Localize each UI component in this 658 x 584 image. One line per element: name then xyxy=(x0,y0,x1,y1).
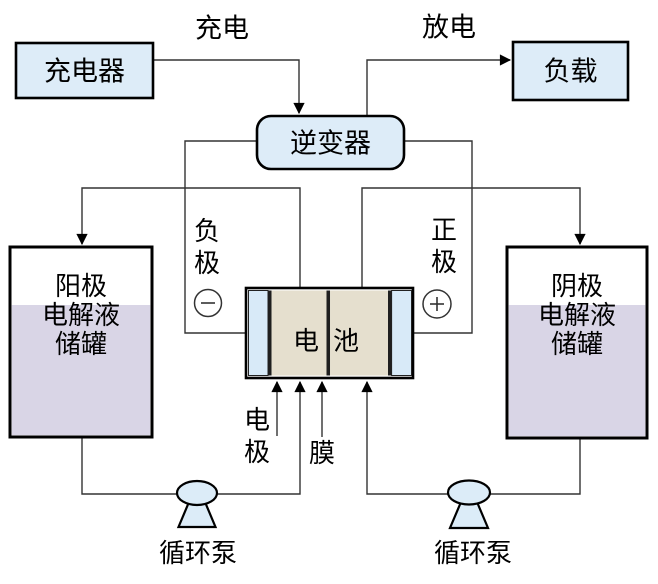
electrode-pointer-label-char2: 极 xyxy=(244,438,270,468)
cathode-tank-label-line2: 电解液 xyxy=(538,301,616,331)
positive-circuit-line xyxy=(404,140,473,334)
electrode-pointer-label-char1: 电 xyxy=(244,406,270,436)
cathode-tank-label-line3: 储罐 xyxy=(551,330,603,360)
battery-cell: 电 池 xyxy=(244,286,415,380)
anode-tank-label-line2: 电解液 xyxy=(42,301,120,331)
cell-left-electrode-bar xyxy=(268,290,272,376)
charge-line xyxy=(152,59,305,115)
load-box: 负载 xyxy=(511,40,630,102)
negative-circuit-line xyxy=(184,140,258,334)
cathode-tank: 阴极 电解液 储罐 xyxy=(505,245,649,440)
pump-left-icon xyxy=(175,479,219,529)
inverter-box: 逆变器 xyxy=(255,114,406,171)
cell-left-compartment xyxy=(271,290,327,376)
load-label: 负载 xyxy=(544,57,598,88)
pump-left-label: 循环泵 xyxy=(159,539,237,569)
cell-label-char2: 池 xyxy=(333,327,359,357)
inverter-label: 逆变器 xyxy=(290,129,371,160)
cell-right-compartment xyxy=(330,290,388,376)
pump-left-body xyxy=(175,479,219,507)
negative-label-char2: 极 xyxy=(194,249,220,279)
anode-tank-label-line1: 阳极 xyxy=(55,272,107,302)
charge-flow-label: 充电 xyxy=(195,14,249,45)
membrane-pointer-label: 膜 xyxy=(309,439,335,469)
anode-tank: 阳极 电解液 储罐 xyxy=(8,245,154,439)
charger-box: 充电器 xyxy=(14,41,155,100)
charger-label: 充电器 xyxy=(44,57,125,88)
discharge-flow-label: 放电 xyxy=(422,13,476,44)
cell-label-char1: 电 xyxy=(293,327,319,357)
positive-label-char2: 极 xyxy=(431,248,457,278)
positive-label-char1: 正 xyxy=(431,216,457,246)
discharge-line xyxy=(366,54,512,115)
positive-terminal-group: 正 极 xyxy=(422,216,457,319)
charger-box-rect xyxy=(14,41,155,100)
cathode-tank-label-line1: 阴极 xyxy=(551,272,603,302)
negative-label-char1: 负 xyxy=(194,217,220,247)
load-box-rect xyxy=(511,40,630,102)
pump-right-icon xyxy=(446,479,492,530)
anode-tank-label-line3: 储罐 xyxy=(55,330,107,360)
catholyte-return-pipe xyxy=(361,187,586,290)
anolyte-return-pipe xyxy=(76,187,301,290)
inverter-box-rect xyxy=(255,114,406,171)
anode-tank-liquid xyxy=(11,305,151,436)
pump-right-label: 循环泵 xyxy=(434,539,512,569)
cell-right-end-plate xyxy=(391,290,413,376)
pump-right-body xyxy=(446,479,492,506)
cathode-tank-liquid xyxy=(508,305,646,437)
cell-left-end-plate xyxy=(248,290,269,376)
cell-right-electrode-bar xyxy=(388,290,392,376)
cell-membrane-bar xyxy=(326,290,331,376)
negative-terminal-group: 负 极 xyxy=(193,217,223,318)
